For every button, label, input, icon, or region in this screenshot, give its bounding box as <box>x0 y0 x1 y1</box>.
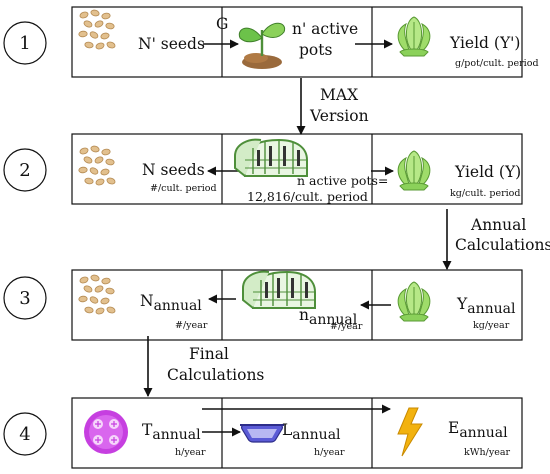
step-3-circle <box>3 276 47 320</box>
step-3-number: 3 <box>19 288 30 309</box>
n-annual-label: Nannual <box>140 292 202 314</box>
lettuce-icon <box>397 16 431 57</box>
step-3-box <box>71 269 523 341</box>
seeds-icon <box>78 8 117 51</box>
grow-light-icon <box>240 424 284 443</box>
yield-label: Yield (Y) <box>454 163 521 181</box>
n-prime-active-pots-line1: n' active <box>292 20 358 38</box>
n-seeds-label: N seeds <box>142 161 205 179</box>
n-pots-annual-label: nannual <box>299 306 358 328</box>
greenhouse-icon <box>242 270 316 309</box>
greenhouse-icon <box>234 138 308 177</box>
yield-prime-label: Yield (Y') <box>449 34 520 52</box>
lightning-icon <box>397 407 423 457</box>
n-annual-unit: #/year <box>175 320 208 331</box>
e-annual-unit: kWh/year <box>464 447 510 458</box>
lettuce-icon <box>397 150 431 191</box>
seeds-icon <box>78 144 117 187</box>
max-label: MAX <box>320 86 358 104</box>
n-prime-seeds-label: N' seeds <box>138 35 205 53</box>
e-annual-label: Eannual <box>448 419 508 441</box>
step-1-box <box>71 6 523 78</box>
sprout-icon <box>238 22 286 69</box>
yield-unit: kg/cult. period <box>450 188 520 199</box>
step-1-number: 1 <box>19 33 30 54</box>
final-label: Final <box>189 345 229 363</box>
step-4-box <box>71 397 523 469</box>
l-annual-unit: h/year <box>314 447 345 458</box>
final-calculations-label: Calculations <box>167 366 264 384</box>
l-annual-label: Lannual <box>282 421 341 443</box>
n-pots-annual-unit: #/year <box>330 321 363 332</box>
germination-label: G <box>216 15 228 33</box>
y-annual-unit: kg/year <box>473 320 510 331</box>
annual-label: Annual <box>470 216 526 234</box>
y-annual-label: Yannual <box>456 295 516 317</box>
n-prime-active-pots-line2: pots <box>299 41 332 59</box>
n-seeds-unit: #/cult. period <box>150 183 217 194</box>
step-1-circle <box>3 21 47 65</box>
step-4-circle <box>3 412 47 456</box>
n-active-pots-line1: n active pots= <box>297 173 388 188</box>
step-2-circle <box>3 148 47 192</box>
yield-prime-unit: g/pot/cult. period <box>455 58 539 69</box>
lettuce-icon <box>397 281 431 322</box>
t-annual-label: Tannual <box>142 421 201 443</box>
fan-icon <box>84 410 128 454</box>
step-4-number: 4 <box>19 424 30 445</box>
version-label: Version <box>309 107 369 125</box>
calculations-label: Calculations <box>455 236 550 254</box>
t-annual-unit: h/year <box>175 447 206 458</box>
seeds-icon <box>78 273 117 316</box>
n-active-pots-line2: 12,816/cult. period <box>247 189 368 204</box>
step-2-number: 2 <box>19 160 30 181</box>
